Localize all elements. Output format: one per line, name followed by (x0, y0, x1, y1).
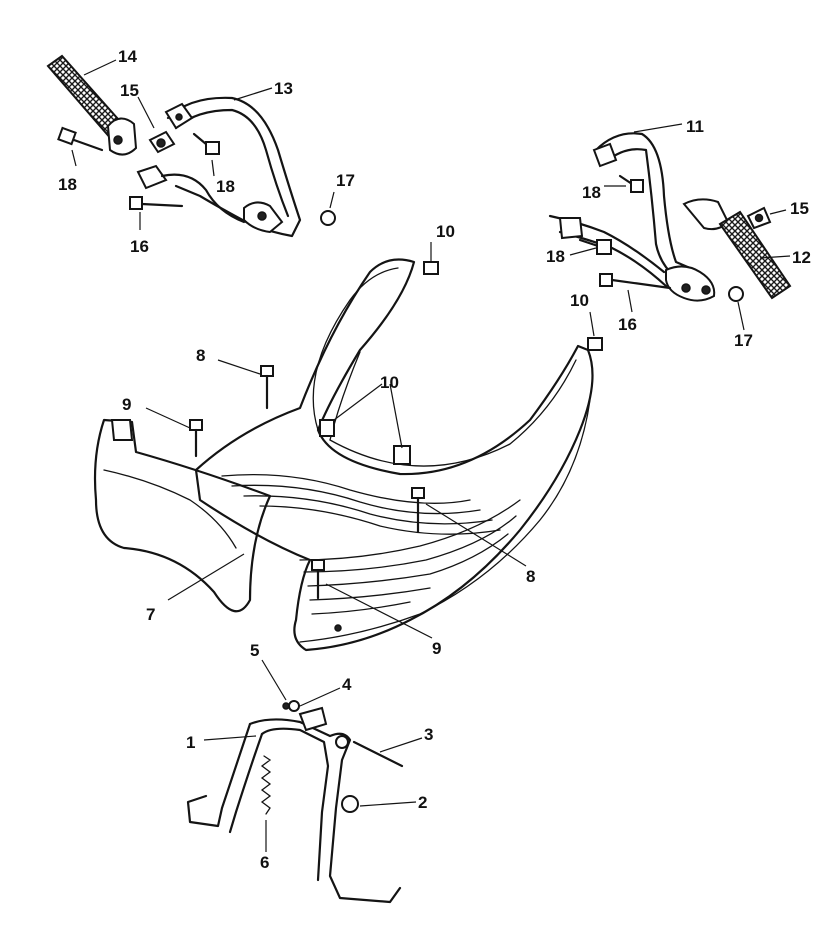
callout-2: 2 (418, 793, 427, 812)
left-footrest-assembly (46, 54, 336, 238)
callout-labels: 14 15 13 18 18 17 16 11 18 18 15 12 10 1… (58, 47, 811, 872)
center-stand (186, 700, 402, 904)
callout-9-right: 9 (432, 639, 441, 658)
bolt-8-top (260, 365, 274, 410)
bolt-18-right-a (618, 174, 644, 193)
callout-12: 12 (792, 248, 811, 267)
right-footrest-assembly (548, 132, 792, 302)
callout-7: 7 (146, 605, 155, 624)
callout-5: 5 (250, 641, 259, 660)
callout-17-right: 17 (734, 331, 753, 350)
footpeg-right (682, 198, 792, 300)
callout-10-mid: 10 (380, 373, 399, 392)
callout-11: 11 (686, 117, 704, 136)
callout-1: 1 (186, 733, 195, 752)
callout-18-left-b: 18 (216, 177, 235, 196)
clip-10-mid-left (319, 419, 335, 437)
callout-3: 3 (424, 725, 433, 744)
callout-6: 6 (260, 853, 269, 872)
clip-10-right (587, 337, 603, 351)
pivot-bolt-3 (352, 740, 404, 768)
bolt-16-right (599, 273, 672, 290)
nut-17-left (320, 210, 336, 226)
callout-8-top: 8 (196, 346, 205, 365)
callout-4: 4 (342, 675, 352, 694)
callout-14: 14 (118, 47, 137, 66)
callout-18-right-b: 18 (546, 247, 565, 266)
bolt-18-right-b (578, 238, 612, 255)
callout-18-left-a: 18 (58, 175, 77, 194)
callout-9-left: 9 (122, 395, 131, 414)
callout-15-left: 15 (120, 81, 139, 100)
washer-left (148, 130, 176, 154)
bolt-9-right (311, 559, 325, 600)
callout-10-top: 10 (436, 222, 455, 241)
callout-8-right: 8 (526, 567, 535, 586)
bolt-8-right (411, 487, 425, 534)
washer-right (746, 206, 772, 230)
spring-6 (260, 755, 272, 815)
callout-15-right: 15 (790, 199, 809, 218)
callout-16-right: 16 (618, 315, 637, 334)
floor-panel (93, 258, 594, 652)
bolt-18-left-a (57, 126, 104, 152)
bolt-9-left (189, 419, 203, 458)
clip-10-top (423, 261, 439, 275)
callout-18-right-a: 18 (582, 183, 601, 202)
footrest-bracket-right (548, 132, 716, 302)
callout-16-left: 16 (130, 237, 149, 256)
callout-10-right: 10 (570, 291, 589, 310)
bolt-16-left (129, 196, 184, 210)
callout-13: 13 (274, 79, 293, 98)
callout-17-left: 17 (336, 171, 355, 190)
bolt-18-left-b (192, 132, 220, 155)
footpeg-left (46, 54, 138, 156)
nut-17-right (728, 286, 744, 302)
leader-lines (71, 59, 791, 852)
clip-10-mid-right (393, 445, 411, 465)
footrest-bracket-left (136, 96, 302, 238)
